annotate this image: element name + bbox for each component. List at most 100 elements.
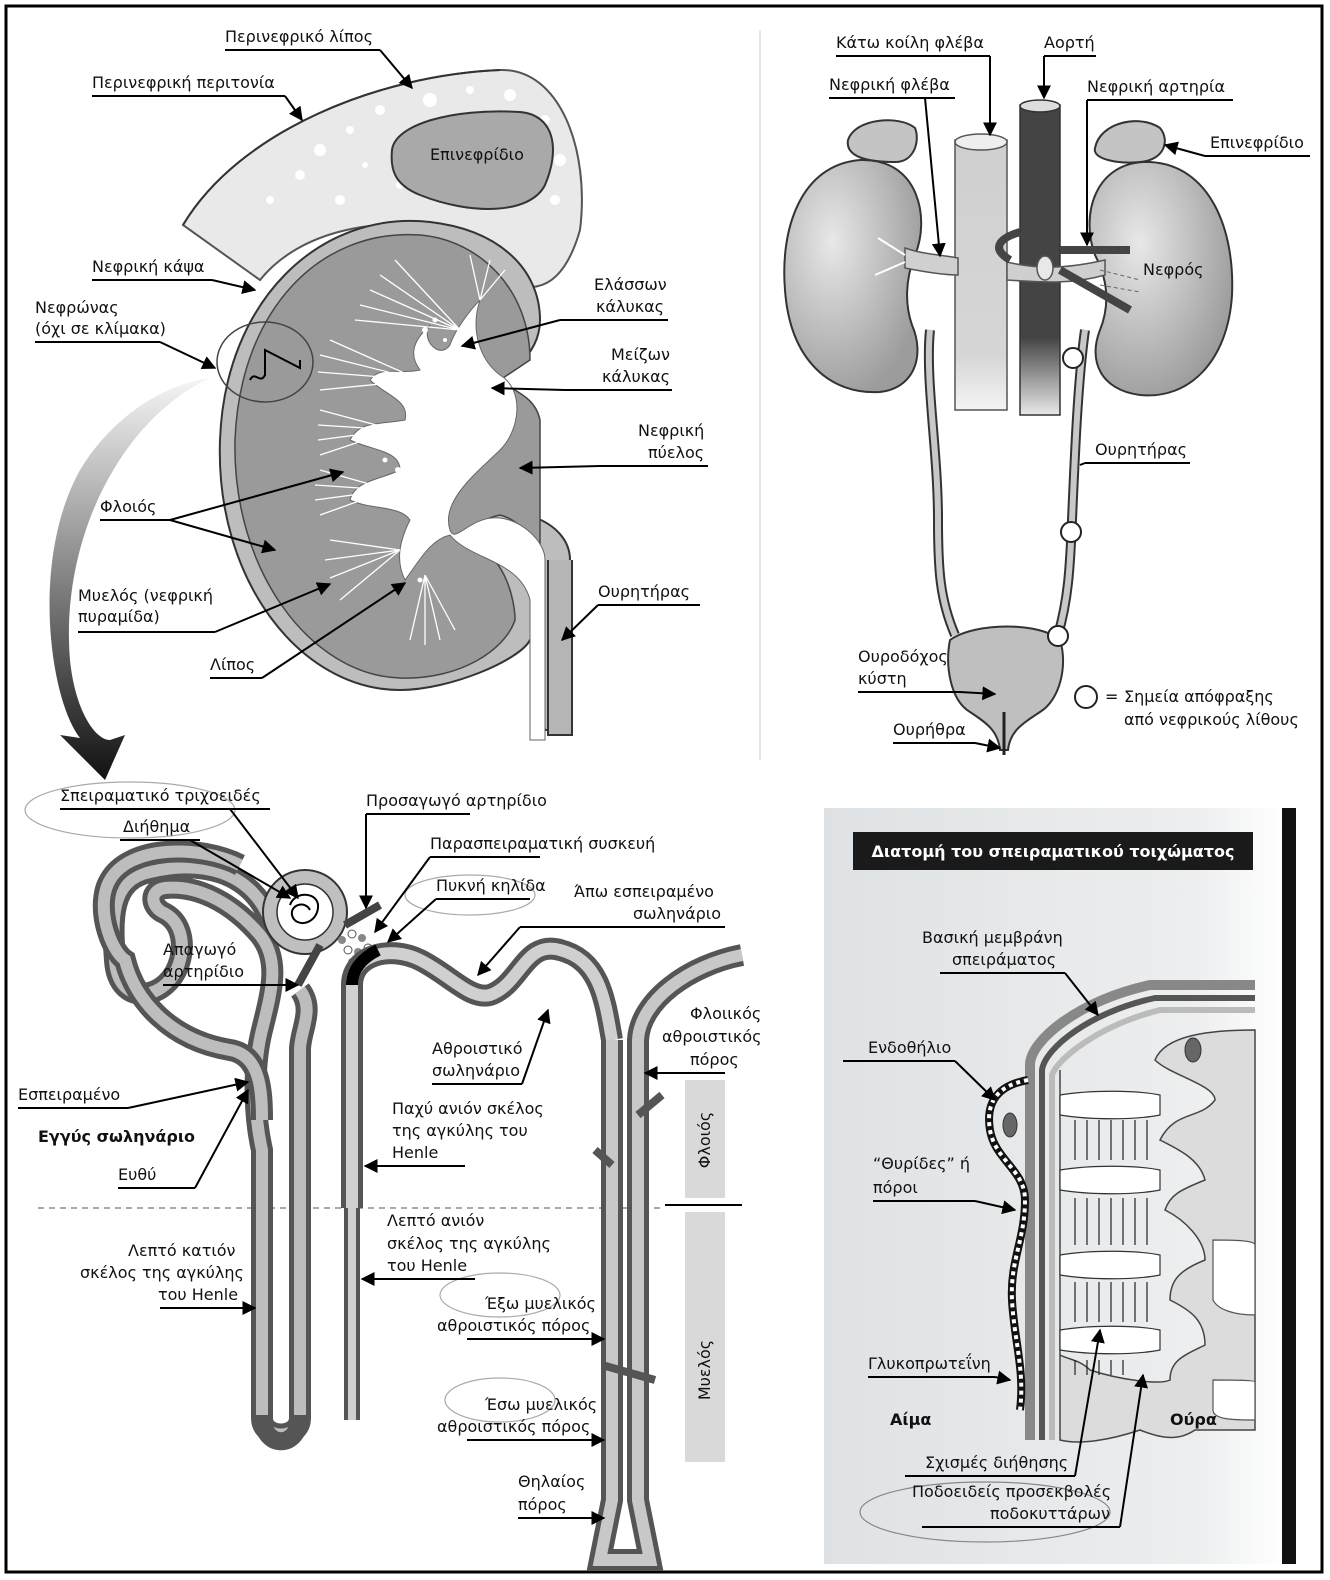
renal-artery-label: Νεφρική αρτηρία (1087, 77, 1225, 96)
fenestrae-label-line2: πόροι (873, 1178, 918, 1197)
connecting-label-line1: Αθροιστικό (432, 1039, 523, 1058)
connecting-pointer (522, 1010, 548, 1084)
ureter-pointer-right (1080, 463, 1085, 465)
aorta-label: Αορτή (1044, 33, 1095, 52)
filtrate-label: Διήθημα (123, 817, 190, 836)
aorta-opening (1020, 100, 1060, 112)
zone-medulla-label: Μυελός (695, 1340, 714, 1400)
fat-label: Λίπος (210, 655, 255, 674)
ivc-label: Κάτω κοίλη φλέβα (836, 33, 984, 52)
left-renal-vein (905, 248, 958, 275)
stone-site-2 (1061, 522, 1081, 542)
major-calyx-label-line1: Μείζων (611, 345, 670, 364)
juxtaglomerular-pointer (375, 857, 430, 932)
nephron-diagram: Φλοιός Μυελός (18, 782, 762, 1560)
bladder-label-line2: κύστη (858, 669, 907, 688)
thin-desc-label-line1: Λεπτό κατιόν (128, 1241, 236, 1260)
efferent-label-line2: αρτηρίδιο (163, 962, 244, 981)
legend-line1: Σημεία απόφραξης (1124, 687, 1274, 706)
legend-circle (1075, 686, 1097, 708)
medulla-label-line1: Μυελός (νεφρική (78, 586, 213, 605)
renal-vein-cut (1037, 256, 1053, 280)
minor-calyx-label-line1: Ελάσσων (594, 275, 667, 294)
connecting-label-line2: σωληνάριο (432, 1061, 520, 1080)
macula-densa-label: Πυκνή κηλίδα (436, 876, 546, 895)
stone-site-3 (1048, 626, 1068, 646)
renal-pelvis-label-line2: πύελος (648, 443, 704, 462)
glomerular-capillary-label: Σπειραματικό τριχοειδές (60, 786, 261, 805)
renal-vein-label: Νεφρική φλέβα (829, 75, 950, 94)
urethra-pointer (975, 743, 1000, 748)
kidney-label: Νεφρός (1143, 260, 1204, 279)
panel-title: Διατομή του σπειραματικού τοιχώματος (872, 842, 1235, 861)
medulla-label-line2: πυραμίδα) (78, 607, 160, 626)
thick-asc-label-line1: Παχύ ανιόν σκέλος (392, 1099, 544, 1118)
zone-cortex-label: Φλοιός (695, 1112, 714, 1168)
renal-capsule-pointer (212, 280, 255, 290)
papillary-label-line2: πόρος (518, 1495, 567, 1514)
juxtaglomerular-label: Παρασπειραματική συσκευή (430, 834, 655, 853)
thin-asc-label-line1: Λεπτό ανιόν (387, 1211, 484, 1230)
nephron-pointer (160, 342, 215, 368)
stone-site-1 (1063, 348, 1083, 368)
efferent-label-line1: Απαγωγό (163, 940, 236, 959)
cortical-cd-label-line2: αθροιστικός (662, 1027, 762, 1046)
adrenal-label: Επινεφρίδιο (430, 145, 524, 164)
papillary-label-line1: Θηλαίος (518, 1472, 585, 1491)
outer-med-label-line1: Έξω μυελικός (484, 1294, 596, 1313)
thick-asc-label-line2: της αγκύλης του (392, 1121, 528, 1140)
cortex-label: Φλοιός (100, 497, 156, 516)
afferent-label: Προσαγωγό αρτηρίδιο (366, 791, 547, 810)
thin-desc-label-line3: του Henle (158, 1285, 238, 1304)
bowman-space (277, 884, 333, 940)
thin-desc-label-line2: σκέλος της αγκύλης (80, 1263, 244, 1282)
ureter-label-left: Ουρητήρας (598, 582, 690, 601)
thin-asc-label-line3: του Henle (387, 1256, 467, 1275)
thick-asc-label-line3: Henle (392, 1143, 438, 1162)
legend-equals: = (1105, 687, 1118, 706)
perirenal-fat-pointer (380, 50, 412, 88)
foot-processes-label-line2: ποδοκυττάρων (990, 1504, 1110, 1523)
foot-processes-label-line1: Ποδοειδείς προσεκβολές (912, 1482, 1111, 1501)
proximal-tubule-label: Εγγύς σωληνάριο (38, 1127, 195, 1146)
straight-pointer (195, 1090, 248, 1188)
renal-vein-pointer (925, 98, 940, 256)
podocyte-right-cell-2 (1213, 1380, 1255, 1420)
perirenal-fascia-label: Περινεφρική περιτονία (92, 73, 275, 92)
perirenal-fat-label: Περινεφρικό λίπος (225, 27, 373, 46)
ivc-opening (955, 134, 1007, 150)
adrenal-right-label: Επινεφρίδιο (1210, 133, 1304, 152)
nephron-label-line1: Νεφρώνας (35, 298, 119, 317)
panel-right-bar (1282, 808, 1296, 1564)
distal-label-line2: σωληνάριο (633, 904, 721, 923)
convoluted-label: Εσπειραμένο (18, 1085, 120, 1104)
outer-med-label-line2: αθροιστικός πόρος (437, 1316, 590, 1335)
endothelial-nucleus (1003, 1113, 1017, 1137)
kidney-section: Επινεφρίδιο Περινεφρικό λίπος (35, 27, 708, 780)
straight-label: Ευθύ (118, 1165, 156, 1184)
medulla-zone-bar (685, 1212, 725, 1462)
minor-calyx-label-line2: κάλυκας (596, 297, 664, 316)
gbm-label-line2: σπειράματος (952, 950, 1056, 969)
inner-med-label-line1: Έσω μυελικός (484, 1395, 597, 1414)
afferent-arteriole (345, 905, 380, 925)
cortical-cd-label-line3: πόρος (690, 1050, 739, 1069)
right-adrenal (1095, 121, 1165, 162)
podocyte-right-cell (1213, 1240, 1255, 1315)
endothelium-label: Ενδοθήλιο (868, 1038, 951, 1057)
slits-label: Σχισμές διήθησης (925, 1453, 1068, 1472)
adrenal-right-pointer (1165, 145, 1205, 156)
gbm-label-line1: Βασική μεμβράνη (922, 928, 1063, 947)
blood-label: Αίμα (890, 1410, 931, 1429)
ureter-label-right: Ουρητήρας (1095, 440, 1187, 459)
bladder-label-line1: Ουροδόχος (858, 647, 948, 666)
glycoprotein-label: Γλυκοπρωτεΐνη (868, 1353, 991, 1373)
urinary-tract: Κάτω κοίλη φλέβα Αορτή Νεφρική φλέβα Νεφ… (784, 33, 1310, 755)
ureter-tube (548, 560, 572, 735)
nephron-label-line2: (όχι σε κλίμακα) (35, 319, 166, 338)
thin-asc-label-line2: σκέλος της αγκύλης (387, 1234, 551, 1253)
distal-label-line1: Άπω εσπειραμένο (574, 882, 714, 901)
renal-pelvis-label-line1: Νεφρική (638, 421, 704, 440)
podocyte-nucleus (1185, 1038, 1201, 1062)
